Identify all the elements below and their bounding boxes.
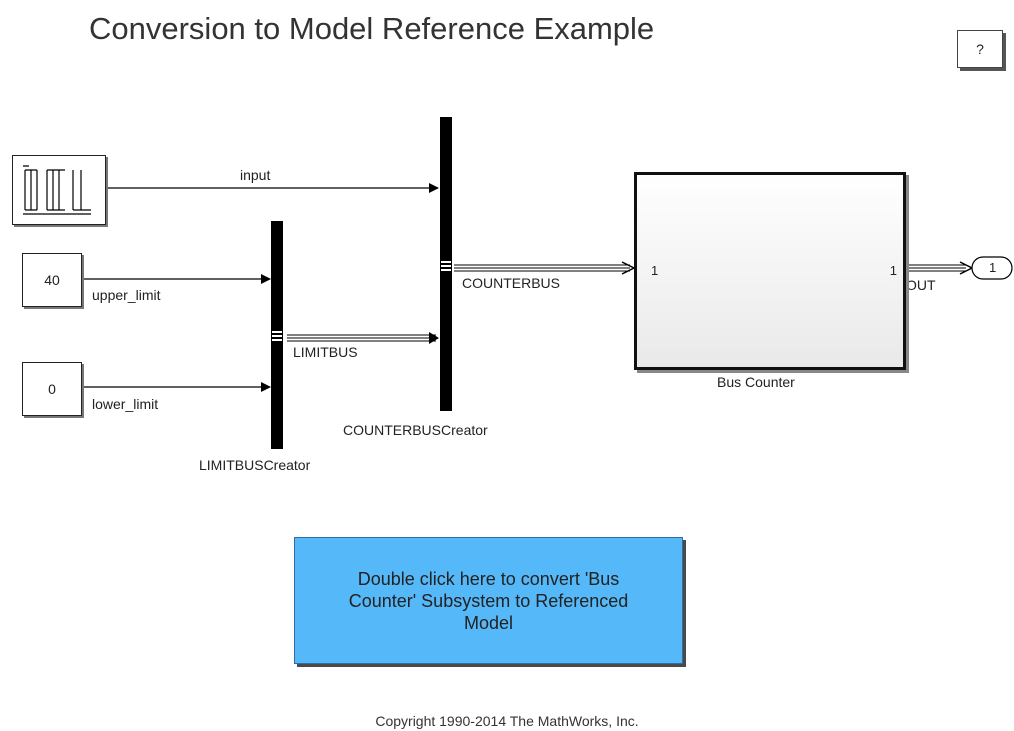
- lower-limit-constant-block[interactable]: 0: [22, 362, 82, 416]
- input-signal-label: input: [240, 167, 271, 183]
- upper-limit-constant-block[interactable]: 40: [22, 253, 82, 307]
- limitbus-creator-label: LIMITBUSCreator: [199, 457, 311, 473]
- outport-block: [971, 256, 1013, 280]
- convert-to-model-reference-button[interactable]: Double click here to convert 'Bus Counte…: [294, 537, 683, 664]
- out-signal-label: OUT: [906, 277, 936, 293]
- limitbus-signal-label: LIMITBUS: [293, 344, 358, 360]
- out-signal-line: [903, 261, 974, 275]
- lower-limit-signal-label: lower_limit: [92, 396, 159, 412]
- outport-number: 1: [989, 260, 997, 275]
- counterbus-signal-line: [454, 261, 636, 275]
- help-button[interactable]: ?: [957, 30, 1003, 68]
- pulse-train-icon: [23, 165, 91, 215]
- copyright-text: Copyright 1990-2014 The MathWorks, Inc.: [375, 713, 639, 729]
- limitbus-signal-line: [287, 332, 439, 344]
- counterbus-signal-label: COUNTERBUS: [462, 275, 561, 291]
- counterbus-output-marker: [441, 261, 451, 273]
- subsystem-input-port-label: 1: [651, 263, 659, 278]
- pulse-generator-block[interactable]: [12, 155, 106, 225]
- counterbus-creator-label: COUNTERBUSCreator: [343, 422, 488, 438]
- subsystem-output-port-label: 1: [889, 263, 897, 278]
- diagram-title: Conversion to Model Reference Example: [89, 11, 655, 46]
- limitbus-output-marker: [272, 331, 282, 343]
- upper-limit-signal-label: upper_limit: [92, 287, 161, 303]
- bus-counter-subsystem[interactable]: 1 1: [634, 172, 906, 370]
- bus-counter-label: Bus Counter: [717, 374, 795, 390]
